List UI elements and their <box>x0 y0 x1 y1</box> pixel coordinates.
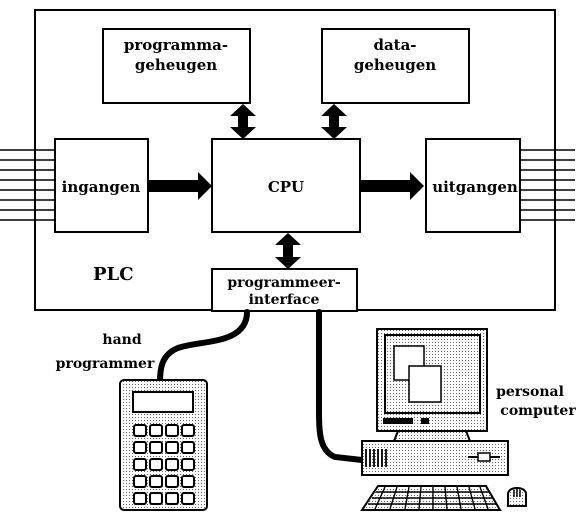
computer-keyboard <box>360 485 502 511</box>
computer-system-unit <box>361 440 509 476</box>
program-memory-cpu-arrow <box>230 104 256 139</box>
plc-label: PLC <box>93 264 134 285</box>
inputs-label: ingangen <box>62 178 141 196</box>
system-unit-vents <box>365 449 387 467</box>
computer-monitor <box>376 328 488 442</box>
outputs-label: uitgangen <box>432 178 518 196</box>
output-lines <box>520 149 575 221</box>
cpu-interface-arrow <box>275 233 301 269</box>
data-memory-cpu-arrow <box>321 104 347 139</box>
hand-programmer-label-line1: hand <box>102 332 141 348</box>
program-memory-label-line2: geheugen <box>135 56 217 74</box>
data-memory-label-line1: data- <box>373 36 416 54</box>
data-memory-label-line2: geheugen <box>354 56 436 74</box>
inputs-box <box>54 138 149 233</box>
hand-programmer-keypad <box>133 424 195 505</box>
hand-programmer-label-line2: programmer <box>56 356 155 372</box>
computer-mouse <box>507 487 527 507</box>
hand-programmer-cable <box>157 309 250 385</box>
cpu-box <box>211 138 361 233</box>
screen-window-front <box>408 365 442 403</box>
programming-interface-label-line2: interface <box>249 292 320 308</box>
personal-computer-label-line2: computer <box>500 403 576 419</box>
outputs-box <box>425 138 521 233</box>
cpu-outputs-arrow <box>361 172 424 200</box>
computer-cable <box>315 309 365 463</box>
hand-programmer-device <box>119 379 208 511</box>
programming-interface-label-line1: programmeer- <box>227 275 341 291</box>
hand-programmer-display <box>132 391 194 413</box>
programming-interface-box <box>211 268 358 312</box>
program-memory-label-line1: programma- <box>124 36 228 54</box>
input-lines <box>0 149 55 221</box>
cpu-label: CPU <box>268 178 304 196</box>
inputs-cpu-arrow <box>149 172 212 200</box>
data-memory-box <box>321 28 470 104</box>
personal-computer-label-line1: personal <box>496 384 564 400</box>
program-memory-box <box>102 28 251 104</box>
